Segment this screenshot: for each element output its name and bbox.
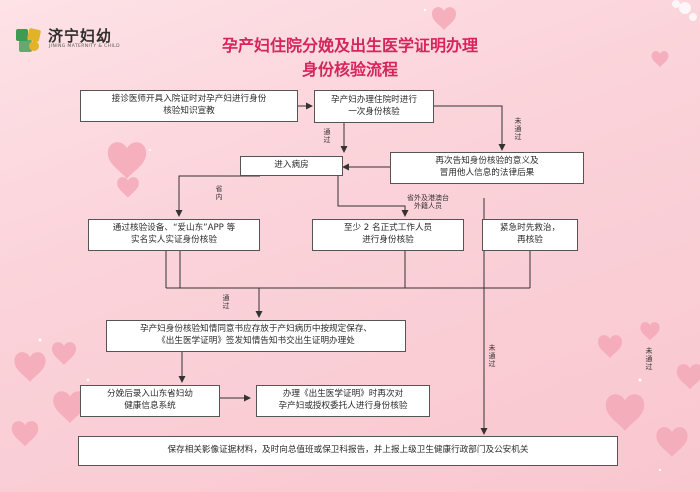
logo-subtitle: JINING MATERNITY & CHILD xyxy=(49,44,120,49)
emergency-node: 紧急时先救治， 再核验 xyxy=(482,219,578,251)
in-province-check-node: 通过核验设备、“爱山东”APP 等 实名实人实证身份核验 xyxy=(88,219,260,251)
intake-education-node: 接诊医师开具入院证时对孕产妇进行身份 核验知识宣教 xyxy=(80,90,298,122)
page-subtitle: 身份核验流程 xyxy=(301,60,398,79)
certificate-check-node: 办理《出生医学证明》时再次对 孕产妇或授权委托人进行身份核验 xyxy=(256,385,430,417)
label-fail-3: 未 通 过 xyxy=(645,347,653,372)
label-pass-2: 通 过 xyxy=(222,294,230,311)
enter-ward-node: 进入病房 xyxy=(240,156,343,176)
logo-name: 济宁妇幼 xyxy=(48,27,113,45)
label-in-province: 省 内 xyxy=(215,185,223,202)
consent-storage-node: 孕产妇身份核验知情同意书应存放于产妇病历中按规定保存、 《出生医学证明》签发知情… xyxy=(106,320,406,352)
label-out-province: 省外及港澳台 外籍人员 xyxy=(407,194,449,211)
report-node: 保存相关影像证据材料，及时向总值班或保卫科报告，并上报上级卫生健康行政部门及公安… xyxy=(78,436,618,466)
label-fail-2: 未 通 过 xyxy=(488,344,496,369)
admission-check-node: 孕产妇办理住院时进行 一次身份核验 xyxy=(314,90,434,123)
info-system-node: 分娩后录入山东省妇幼 健康信息系统 xyxy=(80,385,220,417)
hospital-logo: 济宁妇幼 JINING MATERNITY & CHILD xyxy=(14,24,134,58)
page-title: 孕产妇住院分娩及出生医学证明办理 xyxy=(221,36,478,55)
label-pass-1: 通 过 xyxy=(323,128,331,145)
sparkle-icon xyxy=(38,8,662,472)
flower-icon xyxy=(672,0,697,21)
out-province-check-node: 至少 2 名正式工作人员 进行身份核验 xyxy=(312,219,464,251)
logo-mark-icon xyxy=(16,28,41,52)
label-fail-1: 未 通 过 xyxy=(514,117,522,142)
notify-consequences-node: 再次告知身份核验的意义及 冒用他人信息的法律后果 xyxy=(390,152,584,184)
